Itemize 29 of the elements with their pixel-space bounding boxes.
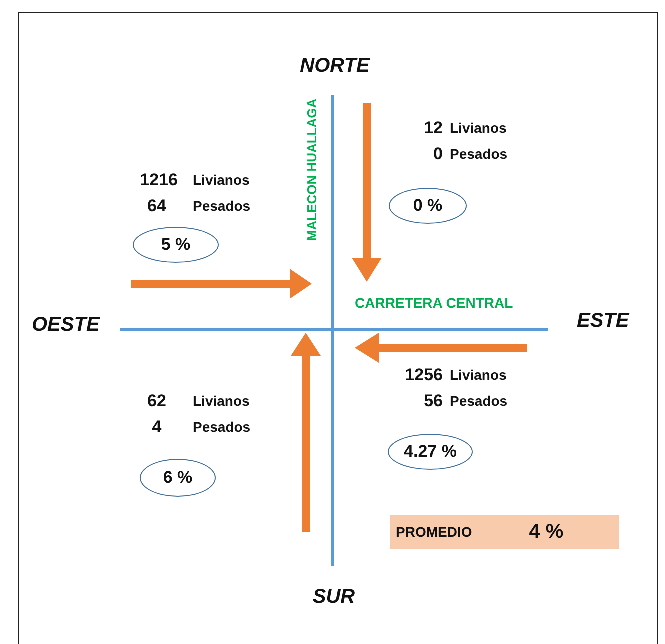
- vehicle-type: Pesados: [193, 420, 251, 434]
- vehicle-count: 4: [152, 418, 162, 436]
- direction-label: OESTE: [32, 315, 100, 335]
- vehicle-count: 0: [434, 146, 443, 162]
- direction-label: ESTE: [577, 311, 630, 331]
- street-name: CARRETERA CENTRAL: [355, 296, 514, 310]
- vehicle-type: Livianos: [450, 368, 507, 382]
- vehicle-count: 64: [148, 198, 166, 214]
- percentage-oval: 5 %: [133, 227, 219, 263]
- vehicle-type: Livianos: [193, 173, 250, 187]
- vehicle-type: Livianos: [193, 394, 250, 408]
- average-label: PROMEDIO: [396, 524, 472, 540]
- direction-label: SUR: [312, 587, 356, 607]
- percentage-oval: 6 %: [140, 459, 216, 497]
- direction-label: NORTE: [300, 56, 370, 76]
- average-value: 4 %: [529, 520, 564, 544]
- percentage-oval: 0 %: [389, 188, 467, 224]
- vehicle-count: 1256: [405, 366, 443, 384]
- vehicle-type: Livianos: [450, 121, 507, 135]
- vehicle-type: Pesados: [193, 199, 251, 213]
- percentage-oval: 4.27 %: [388, 434, 473, 470]
- vehicle-count: 1216: [140, 172, 178, 188]
- vehicle-type: Pesados: [450, 394, 508, 408]
- vehicle-count: 62: [148, 392, 166, 410]
- vehicle-count: 56: [424, 392, 443, 410]
- street-name: MALECON HUALLAGA: [306, 98, 318, 242]
- average-panel: [390, 515, 619, 549]
- vehicle-type: Pesados: [450, 147, 508, 161]
- vehicle-count: 12: [424, 120, 443, 136]
